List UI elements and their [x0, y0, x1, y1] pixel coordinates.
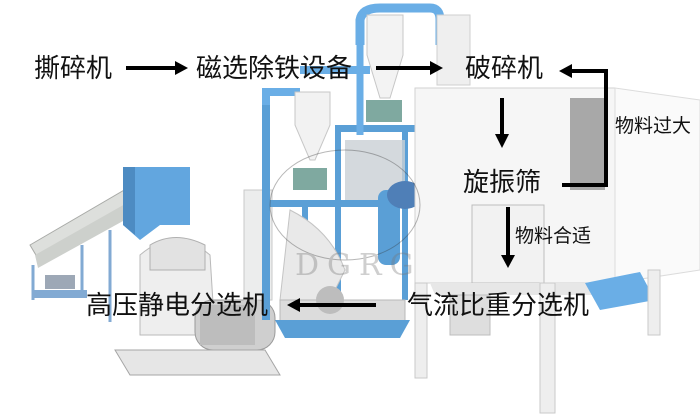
hammer-mill: [114, 237, 281, 376]
node-vibrating-screen: 旋振筛: [463, 168, 542, 198]
edge-label-too-large: 物料过大: [615, 115, 692, 137]
flow-arrows: [126, 61, 608, 312]
node-crusher: 破碎机: [465, 54, 544, 84]
node-electrostatic-separator: 高压静电分选机: [86, 291, 269, 321]
svg-text:DGRG: DGRG: [295, 248, 422, 283]
node-shredder: 撕碎机: [34, 54, 113, 84]
electrostatic-cabinet: [414, 14, 700, 414]
node-magnetic-separator: 磁选除铁设备: [196, 54, 353, 84]
watermark: DGRG: [269, 149, 422, 283]
node-airflow-separator: 气流比重分选机: [407, 291, 590, 321]
edge-label-suitable: 物料合适: [515, 225, 592, 247]
pulverizer-frame: [262, 3, 445, 338]
